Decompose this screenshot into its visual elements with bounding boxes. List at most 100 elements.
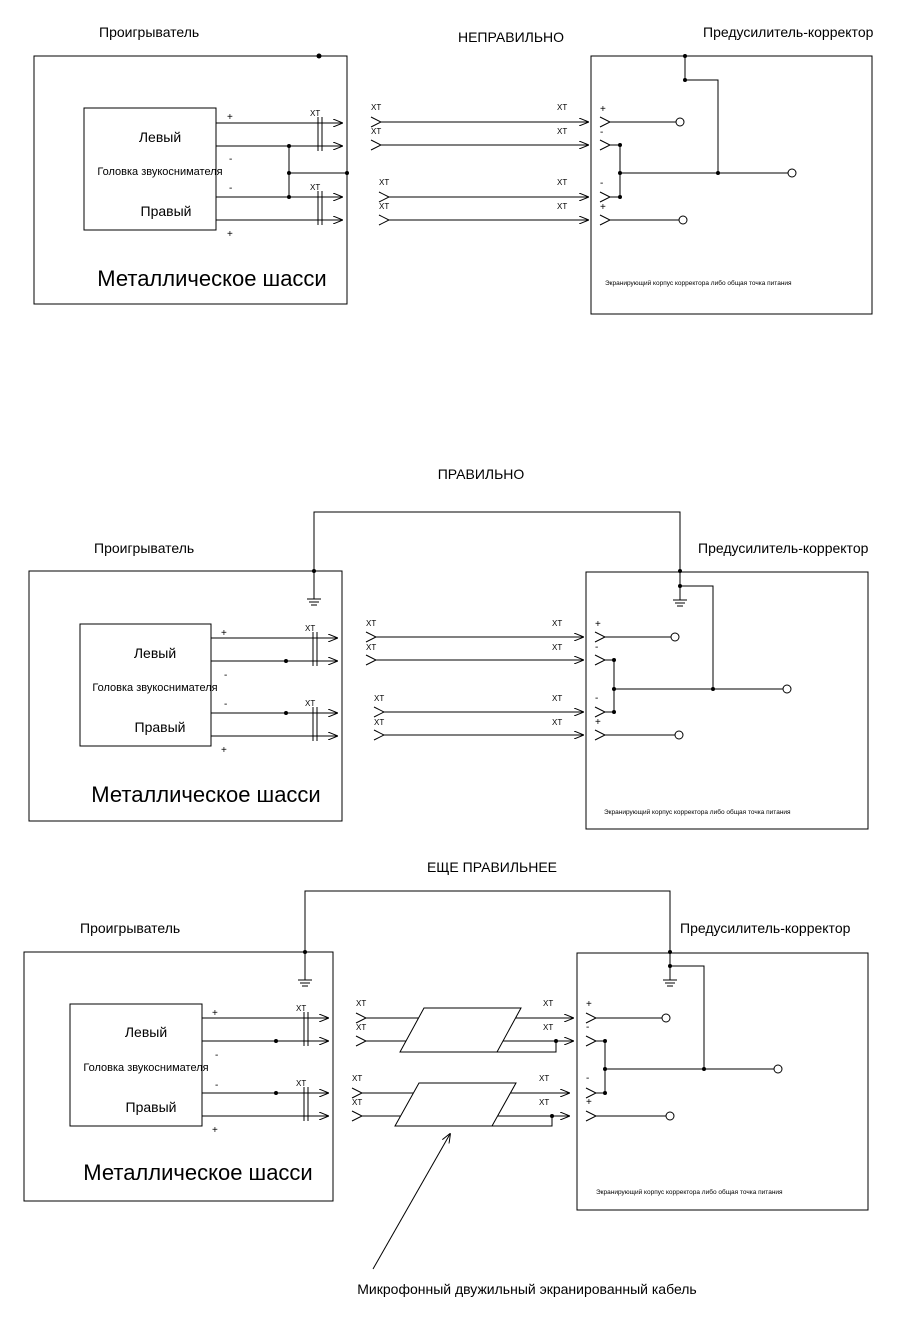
junction-dot	[668, 964, 672, 968]
internal-wire	[610, 144, 621, 198]
input-socket	[599, 116, 612, 128]
input-socket	[599, 139, 612, 151]
junction-dot	[716, 171, 720, 175]
internal-wire	[680, 585, 714, 689]
connector-label: XT	[352, 1074, 362, 1083]
input-socket	[594, 631, 607, 643]
connector-label: XT	[379, 202, 389, 211]
terminal	[674, 730, 684, 740]
minus-sign: -	[595, 693, 598, 704]
plug-socket	[378, 214, 391, 226]
junction-dot	[678, 584, 682, 588]
preamp-box	[576, 952, 869, 1211]
left-channel-label: Левый	[139, 129, 181, 145]
plug-socket	[365, 631, 378, 643]
plug-socket	[351, 1110, 364, 1122]
cable-shield	[394, 1082, 517, 1127]
right-channel-label: Правый	[135, 719, 186, 735]
plus-sign: +	[595, 619, 601, 630]
connector-label: XT	[552, 718, 562, 727]
connector-label: XT	[379, 178, 389, 187]
input-socket	[599, 191, 612, 203]
ground-link	[304, 890, 671, 952]
section-right: ПРАВИЛЬНО Проигрыватель Предусилитель-ко…	[28, 466, 869, 830]
connector-label: XT	[366, 619, 376, 628]
preamp-note: Экранирующий корпус корректора либо обща…	[604, 808, 791, 816]
connector-label: XT	[539, 1098, 549, 1107]
preamp-label: Предусилитель-корректор	[698, 540, 869, 556]
plus-sign: +	[600, 104, 606, 115]
junction-dot	[554, 1039, 558, 1043]
connector-label: XT	[366, 643, 376, 652]
chassis-label: Металлическое шасси	[83, 1160, 312, 1185]
left-channel-label: Левый	[125, 1024, 167, 1040]
left-channel-label: Левый	[134, 645, 176, 661]
minus-sign: -	[600, 178, 603, 189]
shield-drain	[497, 1041, 557, 1053]
minus-sign: -	[229, 183, 232, 194]
player-label: Проигрыватель	[99, 24, 199, 40]
preamp-box	[590, 55, 873, 315]
preamp-label: Предусилитель-корректор	[680, 920, 851, 936]
plug-socket	[370, 139, 383, 151]
minus-sign: -	[586, 1073, 589, 1084]
terminal	[773, 1064, 783, 1074]
internal-wire	[596, 1040, 606, 1094]
section-title: ЕЩЕ ПРАВИЛЬНЕЕ	[427, 859, 557, 875]
section-title: ПРАВИЛЬНО	[438, 466, 525, 482]
input-socket	[585, 1035, 598, 1047]
plus-sign: +	[221, 745, 227, 756]
plus-sign: +	[227, 229, 233, 240]
cable-caption: Микрофонный двужильный экранированный ка…	[357, 1281, 696, 1297]
connector-label: XT	[557, 202, 567, 211]
connector-label: XT	[296, 1079, 306, 1088]
chassis-label: Металлическое шасси	[91, 782, 320, 807]
junction-dot	[284, 659, 288, 663]
connector-label: XT	[356, 1023, 366, 1032]
junction-dot	[274, 1091, 278, 1095]
connector-label: XT	[310, 183, 320, 192]
minus-sign: -	[215, 1050, 218, 1061]
terminal	[787, 168, 797, 178]
player-label: Проигрыватель	[80, 920, 180, 936]
junction-dot	[612, 710, 616, 714]
junction-dot	[287, 144, 291, 148]
player-chassis-box	[23, 951, 334, 1202]
connector-label: XT	[352, 1098, 362, 1107]
plus-sign: +	[212, 1008, 218, 1019]
section-wrong: НЕПРАВИЛЬНО Проигрыватель Предусилитель-…	[33, 24, 874, 315]
player-label: Проигрыватель	[94, 540, 194, 556]
connector-label: XT	[305, 624, 315, 633]
terminal	[661, 1013, 671, 1023]
cartridge-label: Головка звукоснимателя	[97, 166, 222, 178]
preamp-box	[585, 571, 869, 830]
connector-label: XT	[371, 103, 381, 112]
plus-sign: +	[595, 717, 601, 728]
minus-sign: -	[600, 127, 603, 138]
ground-link	[313, 511, 681, 571]
cable-shield	[399, 1007, 522, 1053]
internal-wire	[670, 965, 705, 1069]
junction-dot	[284, 711, 288, 715]
plus-sign: +	[586, 999, 592, 1010]
minus-sign: -	[595, 642, 598, 653]
cartridge-box	[69, 1003, 203, 1127]
internal-wire	[605, 659, 615, 713]
junction-dot	[618, 195, 622, 199]
preamp-note: Экранирующий корпус корректора либо обща…	[596, 1188, 783, 1196]
junction-dot	[345, 171, 349, 175]
terminal	[678, 215, 688, 225]
junction-dot	[287, 171, 291, 175]
plug-socket	[378, 191, 391, 203]
section-better: ЕЩЕ ПРАВИЛЬНЕЕ Проигрыватель Предусилите…	[23, 859, 869, 1297]
chassis-label: Металлическое шасси	[97, 266, 326, 291]
input-socket	[594, 706, 607, 718]
junction-dot	[550, 1114, 554, 1118]
connector-label: XT	[552, 643, 562, 652]
plus-sign: +	[227, 112, 233, 123]
junction-dot	[603, 1067, 607, 1071]
cartridge-box	[83, 107, 217, 231]
junction-dot	[618, 171, 622, 175]
